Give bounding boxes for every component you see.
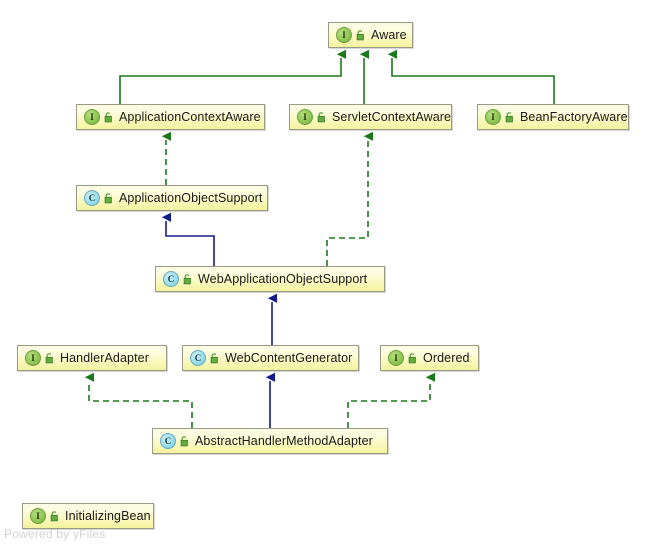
node-label: InitializingBean: [65, 508, 151, 523]
node-label: WebContentGenerator: [225, 350, 353, 365]
node-label: AbstractHandlerMethodAdapter: [195, 433, 373, 448]
public-lock-icon: [183, 273, 191, 284]
public-lock-icon: [210, 352, 218, 363]
class-type-icon: C: [160, 433, 176, 449]
yfiles-watermark: Powered by yFiles: [4, 527, 106, 541]
node-label: HandlerAdapter: [60, 350, 149, 365]
public-lock-icon: [45, 352, 53, 363]
public-lock-icon: [317, 111, 325, 122]
class-node-aware[interactable]: I Aware: [328, 22, 413, 48]
class-type-icon: C: [163, 271, 179, 287]
class-node-handleradapter[interactable]: I HandlerAdapter: [17, 345, 167, 371]
public-lock-icon: [408, 352, 416, 363]
class-node-servletcontextaware[interactable]: I ServletContextAware: [289, 104, 452, 130]
public-lock-icon: [180, 435, 188, 446]
class-node-beanfactoryaware[interactable]: I BeanFactoryAware: [477, 104, 629, 130]
interface-type-icon: I: [485, 109, 501, 125]
edge-beanfactoryaware-to-aware: [387, 49, 555, 104]
class-type-icon: C: [84, 190, 100, 206]
edge-webapplicationobjectsupport-to-servletcontextaware: [326, 131, 373, 266]
interface-type-icon: I: [84, 109, 100, 125]
edge-abstracthandlermethodadapter-to-handleradapter: [84, 372, 193, 428]
node-label: ApplicationObjectSupport: [119, 190, 263, 205]
interface-type-icon: I: [30, 508, 46, 524]
node-label: BeanFactoryAware: [520, 109, 628, 124]
class-node-webapplicationobjectsupport[interactable]: C WebApplicationObjectSupport: [155, 266, 385, 292]
public-lock-icon: [104, 192, 112, 203]
class-node-applicationcontextaware[interactable]: I ApplicationContextAware: [76, 104, 265, 130]
public-lock-icon: [356, 29, 364, 40]
edge-abstracthandlermethodadapter-to-ordered: [347, 372, 435, 428]
class-node-applicationobjectsupport[interactable]: C ApplicationObjectSupport: [76, 185, 268, 211]
class-node-initializingbean[interactable]: I InitializingBean: [22, 503, 154, 529]
interface-type-icon: I: [336, 27, 352, 43]
class-node-abstracthandlermethodadapter[interactable]: C AbstractHandlerMethodAdapter: [152, 428, 388, 454]
public-lock-icon: [104, 111, 112, 122]
public-lock-icon: [50, 510, 58, 521]
interface-type-icon: I: [25, 350, 41, 366]
class-node-ordered[interactable]: I Ordered: [380, 345, 479, 371]
interface-type-icon: I: [388, 350, 404, 366]
interface-type-icon: I: [297, 109, 313, 125]
node-label: ApplicationContextAware: [119, 109, 261, 124]
public-lock-icon: [505, 111, 513, 122]
edge-webapplicationobjectsupport-to-applicationobjectsupport: [161, 212, 215, 266]
node-label: Aware: [371, 27, 407, 42]
class-type-icon: C: [190, 350, 206, 366]
node-label: ServletContextAware: [332, 109, 452, 124]
class-node-webcontentgenerator[interactable]: C WebContentGenerator: [182, 345, 359, 371]
node-label: Ordered: [423, 350, 470, 365]
node-label: WebApplicationObjectSupport: [198, 271, 368, 286]
edge-applicationcontextaware-to-aware: [119, 49, 346, 104]
